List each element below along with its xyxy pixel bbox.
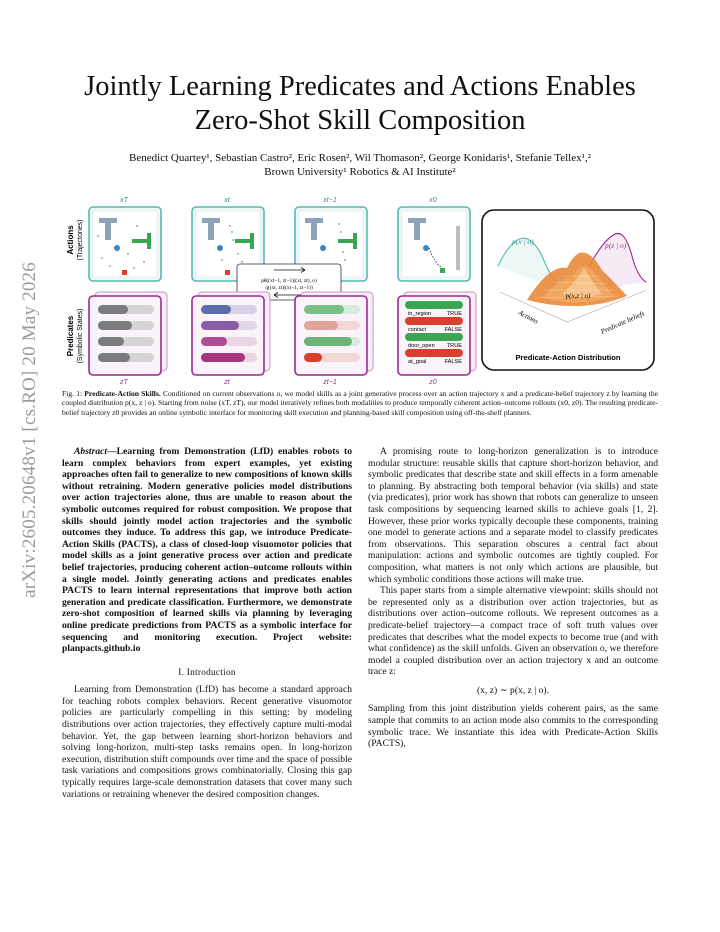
bottom-label-z0: z0 [428, 379, 437, 386]
pred-name-0: in_region [408, 311, 431, 317]
predicates-row-label: Predicates [66, 315, 75, 356]
intro-paragraph-2: A promising route to long-horizon genera… [368, 446, 658, 585]
pred-value-1: FALSE [445, 327, 463, 333]
pred-name-1: contact [408, 327, 426, 333]
actions-row-sublabel: (Trajectories) [77, 220, 84, 261]
equation: (x, z) ∼ p(x, z | o). [476, 684, 550, 696]
caption-title: Predicate-Action Skills. [84, 389, 161, 398]
author-block: Benedict Quartey¹, Sebastian Castro², Er… [60, 151, 660, 179]
intro-paragraph-4: Sampling from this joint distribution yi… [368, 703, 658, 750]
caption-label: Fig. 1: [62, 389, 83, 398]
bottom-label-zt: zt [223, 379, 231, 386]
pred-value-0: TRUE [447, 311, 462, 317]
label-pz: p(z | o) [604, 241, 627, 250]
predicate-panel-z0: in_region TRUE contact FALSE door_open T… [397, 291, 477, 376]
transition-box: pθ((xt−1, zt−1)|(xt, zt), o) q((xt, zt)|… [236, 263, 342, 301]
caption-text: Conditioned on current observations o, w… [62, 389, 658, 417]
abstract-label: Abstract [74, 446, 108, 457]
top-label-x0: x0 [428, 197, 437, 204]
predicates-row-sublabel: (Symbolic States) [77, 309, 84, 364]
svg-text:pθ((xt−1, zt−1)|(xt, zt), o): pθ((xt−1, zt−1)|(xt, zt), o) [261, 277, 317, 284]
distribution-title: Predicate-Action Distribution [515, 353, 620, 362]
top-label-xt-1: xt−1 [322, 197, 337, 204]
action-panel-xT [88, 206, 162, 282]
intro-paragraph-1: Learning from Demonstration (LfD) has be… [62, 684, 352, 800]
bottom-label-zT: zT [119, 379, 129, 386]
bottom-label-zt-1: zt−1 [322, 379, 337, 386]
top-label-xt: xt [223, 197, 231, 204]
figure-caption: Fig. 1: Predicate-Action Skills. Conditi… [62, 389, 658, 417]
predicate-panel-zt [191, 291, 271, 376]
title-line-1: Jointly Learning Predicates and Actions … [84, 71, 636, 102]
intro-paragraph-3: This paper starts from a simple alternat… [368, 585, 658, 678]
predicate-panel-zt-1 [294, 291, 374, 376]
abstract-text: —Learning from Demonstration (LfD) enabl… [62, 446, 352, 655]
actions-row-label: Actions [66, 225, 75, 255]
pred-value-2: TRUE [447, 343, 462, 349]
top-label-xT: xT [119, 197, 129, 204]
arxiv-stamp: arXiv:2605.20648v1 [cs.RO] 20 May 2026 [19, 262, 40, 598]
paper-title: Jointly Learning Predicates and Actions … [60, 70, 660, 138]
left-column: Abstract—Learning from Demonstration (Lf… [62, 446, 352, 800]
pred-name-3: at_goal [408, 359, 426, 365]
figure-1-graphic: Actions (Trajectories) Predicates (Symbo… [66, 197, 655, 386]
label-pxz: p(x,z | o) [565, 292, 591, 300]
predicate-panel-zT [88, 291, 168, 376]
affiliation-list: Brown University¹ Robotics & AI Institut… [264, 166, 456, 178]
section-heading-introduction: I. Introduction [178, 666, 236, 677]
svg-text:q((xt, zt)|(xt−1, zt−1)): q((xt, zt)|(xt−1, zt−1)) [265, 284, 313, 291]
abstract: Abstract—Learning from Demonstration (Lf… [62, 446, 352, 655]
joint-distribution-panel: p(x | o) p(z | o) p(x,z | o) Actions Pre… [481, 209, 655, 371]
title-line-2: Zero-Shot Skill Composition [194, 105, 526, 136]
right-column: A promising route to long-horizon genera… [368, 446, 658, 750]
figure-1: Actions (Trajectories) Predicates (Symbo… [62, 196, 662, 386]
pred-name-2: door_open [408, 343, 435, 349]
author-list: Benedict Quartey¹, Sebastian Castro², Er… [129, 152, 591, 164]
pred-value-3: FALSE [445, 359, 463, 365]
label-px: p(x | o) [511, 237, 534, 246]
action-panel-x0 [397, 206, 471, 282]
